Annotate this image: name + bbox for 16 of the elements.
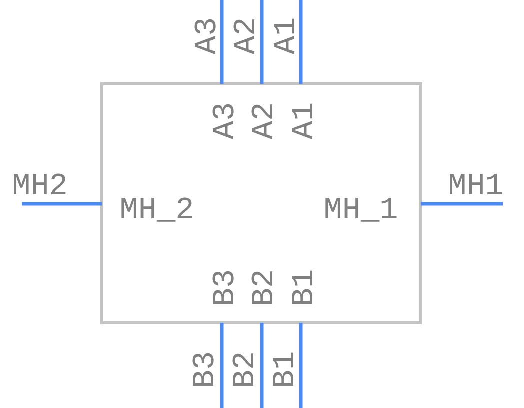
pin-number-label: A3 <box>192 17 224 55</box>
pin-number-label: A2 <box>232 17 262 55</box>
pin-name-label: MH_1 <box>324 196 398 226</box>
pin-name-label: B2 <box>250 269 280 307</box>
pin-number-label: MH1 <box>448 172 504 202</box>
pin-number-label: B3 <box>190 351 222 389</box>
pin-number-label: MH2 <box>12 172 68 202</box>
pin-name-label: A3 <box>210 102 242 140</box>
pin-number-label: A1 <box>272 17 302 55</box>
pin-name-label: B1 <box>290 269 320 307</box>
pin-name-label: B3 <box>210 269 242 307</box>
pin-name-label: A2 <box>250 102 280 140</box>
pin-name-label: A1 <box>290 102 320 140</box>
pin-name-label: MH_2 <box>120 196 194 226</box>
pin-number-label: B1 <box>270 351 302 389</box>
pin-number-label: B2 <box>230 351 262 389</box>
